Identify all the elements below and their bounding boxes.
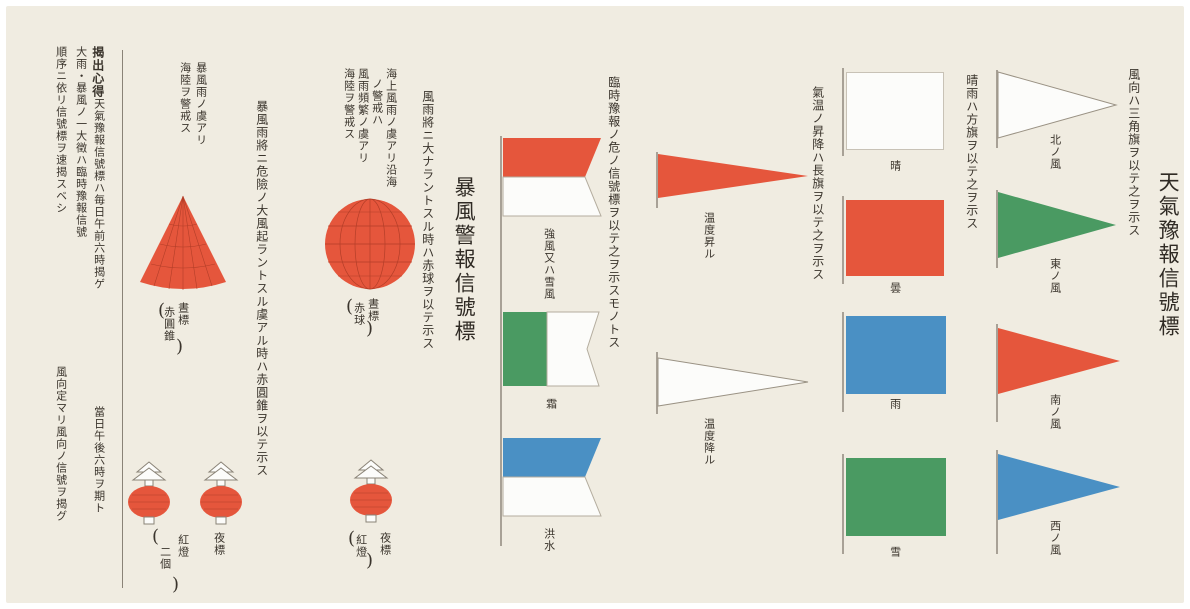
special-forecast-caption: 臨時豫報ノ危ノ信號標ヲ以テ之ヲ示スモノトス: [606, 76, 621, 349]
storm-signal-title: 暴風警報信號標: [452, 176, 477, 344]
south-wind-pennant: [998, 328, 1120, 394]
close-paren: ): [172, 574, 180, 595]
east-wind-label: 東ノ風: [1048, 258, 1062, 294]
close-paren: ): [366, 550, 374, 571]
notice-line-1: 天氣豫報信號標ハ毎日午前六時揭ゲ: [92, 98, 106, 290]
ball-note-2: ノ警戒ハ: [370, 78, 384, 126]
flagpole: [842, 454, 844, 554]
red-cone-signal: [140, 195, 226, 290]
west-wind-label: 西ノ風: [1048, 520, 1062, 556]
frost-flag: [503, 311, 600, 387]
weather-signal-title: 天氣豫報信號標: [1156, 171, 1181, 339]
snow-weather-flag: [846, 458, 946, 536]
temperature-fall-label: 温度降ル: [702, 418, 716, 466]
snow-weather-label: 雪: [888, 546, 902, 558]
double-lantern-color: 紅燈: [176, 534, 190, 558]
close-paren: ): [176, 336, 184, 357]
wind-caption: 風向ハ三角旗ヲ以テ之ヲ示ス: [1126, 68, 1141, 237]
notice-line-5: 風向定マリ風向ノ信號ヲ揭グ: [54, 366, 68, 522]
close-paren: ): [366, 318, 374, 339]
open-paren: (: [158, 300, 166, 321]
south-wind-label: 南ノ風: [1048, 394, 1062, 430]
strong-wind-flag: [502, 138, 602, 217]
fine-weather-flag: [846, 72, 944, 150]
document-page: 天氣豫報信號標 風向ハ三角旗ヲ以テ之ヲ示ス 北ノ風 東ノ風 南ノ風 西ノ風 晴雨…: [6, 6, 1184, 603]
weather-caption: 晴雨ハ方旗ヲ以テ之ヲ示ス: [964, 74, 979, 230]
north-wind-label: 北ノ風: [1048, 134, 1062, 170]
notice-line-4: 順序ニ依リ信號標ヲ速揭スベシ: [54, 46, 68, 214]
open-paren: (: [346, 296, 354, 317]
flagpole: [996, 190, 998, 268]
flagpole: [996, 450, 998, 554]
flagpole: [996, 324, 998, 422]
flagpole: [500, 136, 502, 546]
cone-note-2: 海陸ヲ警戒ス: [178, 62, 192, 134]
night-lantern-label: 夜標: [378, 532, 392, 556]
red-ball-signal: [325, 198, 415, 290]
temperature-rise-label: 温度昇ル: [702, 212, 716, 260]
ball-note-1: 海上風雨ノ虞アリ沿海: [384, 68, 398, 188]
flagpole: [842, 312, 844, 412]
notice-line-3: 大雨・暴風ノ一大徵ハ臨時豫報信號: [74, 46, 88, 238]
west-wind-pennant: [998, 454, 1120, 520]
temperature-caption: 氣温ノ昇降ハ長旗ヲ以テ之ヲ示ス: [810, 86, 825, 281]
cone-note-1: 暴風雨ノ虞アリ: [194, 62, 208, 146]
storm-caption: 風雨將ニ大ナラントスル時ハ赤球ヲ以テ示ス: [420, 90, 435, 350]
frost-label: 霜: [544, 398, 558, 410]
east-wind-pennant: [998, 192, 1116, 258]
cloudy-weather-label: 曇: [888, 282, 902, 294]
flagpole: [842, 68, 844, 156]
notice-line-2: 當日午後六時ヲ期ト: [92, 406, 106, 514]
red-cone-label: 晝標: [176, 302, 190, 326]
section-divider: [122, 50, 123, 588]
double-lantern-count: 二個: [158, 546, 172, 570]
red-cone-color: 赤圓錐: [162, 306, 176, 342]
flagpole: [656, 152, 658, 208]
ball-note-4: 海陸ヲ警戒ス: [342, 68, 356, 140]
flagpole: [996, 70, 998, 148]
notice-heading: 揭出心得: [90, 46, 105, 98]
red-lantern-icon: [128, 461, 170, 525]
fine-weather-label: 晴: [888, 160, 902, 172]
flood-flag: [502, 438, 602, 517]
open-paren: (: [152, 526, 160, 547]
temperature-rise-streamer: [658, 154, 808, 198]
red-lantern-icon: [200, 461, 242, 525]
danger-caption: 暴風雨將ニ危險ノ大風起ラントスル虞アル時ハ赤圓錐ヲ以テ示ス: [254, 100, 269, 477]
north-wind-pennant: [997, 71, 1118, 139]
strong-wind-label: 強風又ハ雪風: [542, 228, 556, 300]
cloudy-weather-flag: [846, 200, 944, 276]
flood-label: 洪水: [542, 528, 556, 552]
double-lantern-label: 夜標: [212, 532, 226, 556]
red-lantern-icon: [350, 459, 392, 523]
red-ball-color: 赤球: [352, 302, 366, 326]
flagpole: [842, 196, 844, 284]
flagpole: [656, 352, 658, 414]
ball-note-3: 風雨頻繁ノ虞アリ: [356, 68, 370, 164]
rain-weather-label: 雨: [888, 398, 902, 410]
temperature-fall-streamer: [657, 357, 809, 407]
red-ball-label: 晝標: [366, 298, 380, 322]
open-paren: (: [348, 528, 356, 549]
night-lantern-color: 紅燈: [354, 534, 368, 558]
rain-weather-flag: [846, 316, 946, 394]
